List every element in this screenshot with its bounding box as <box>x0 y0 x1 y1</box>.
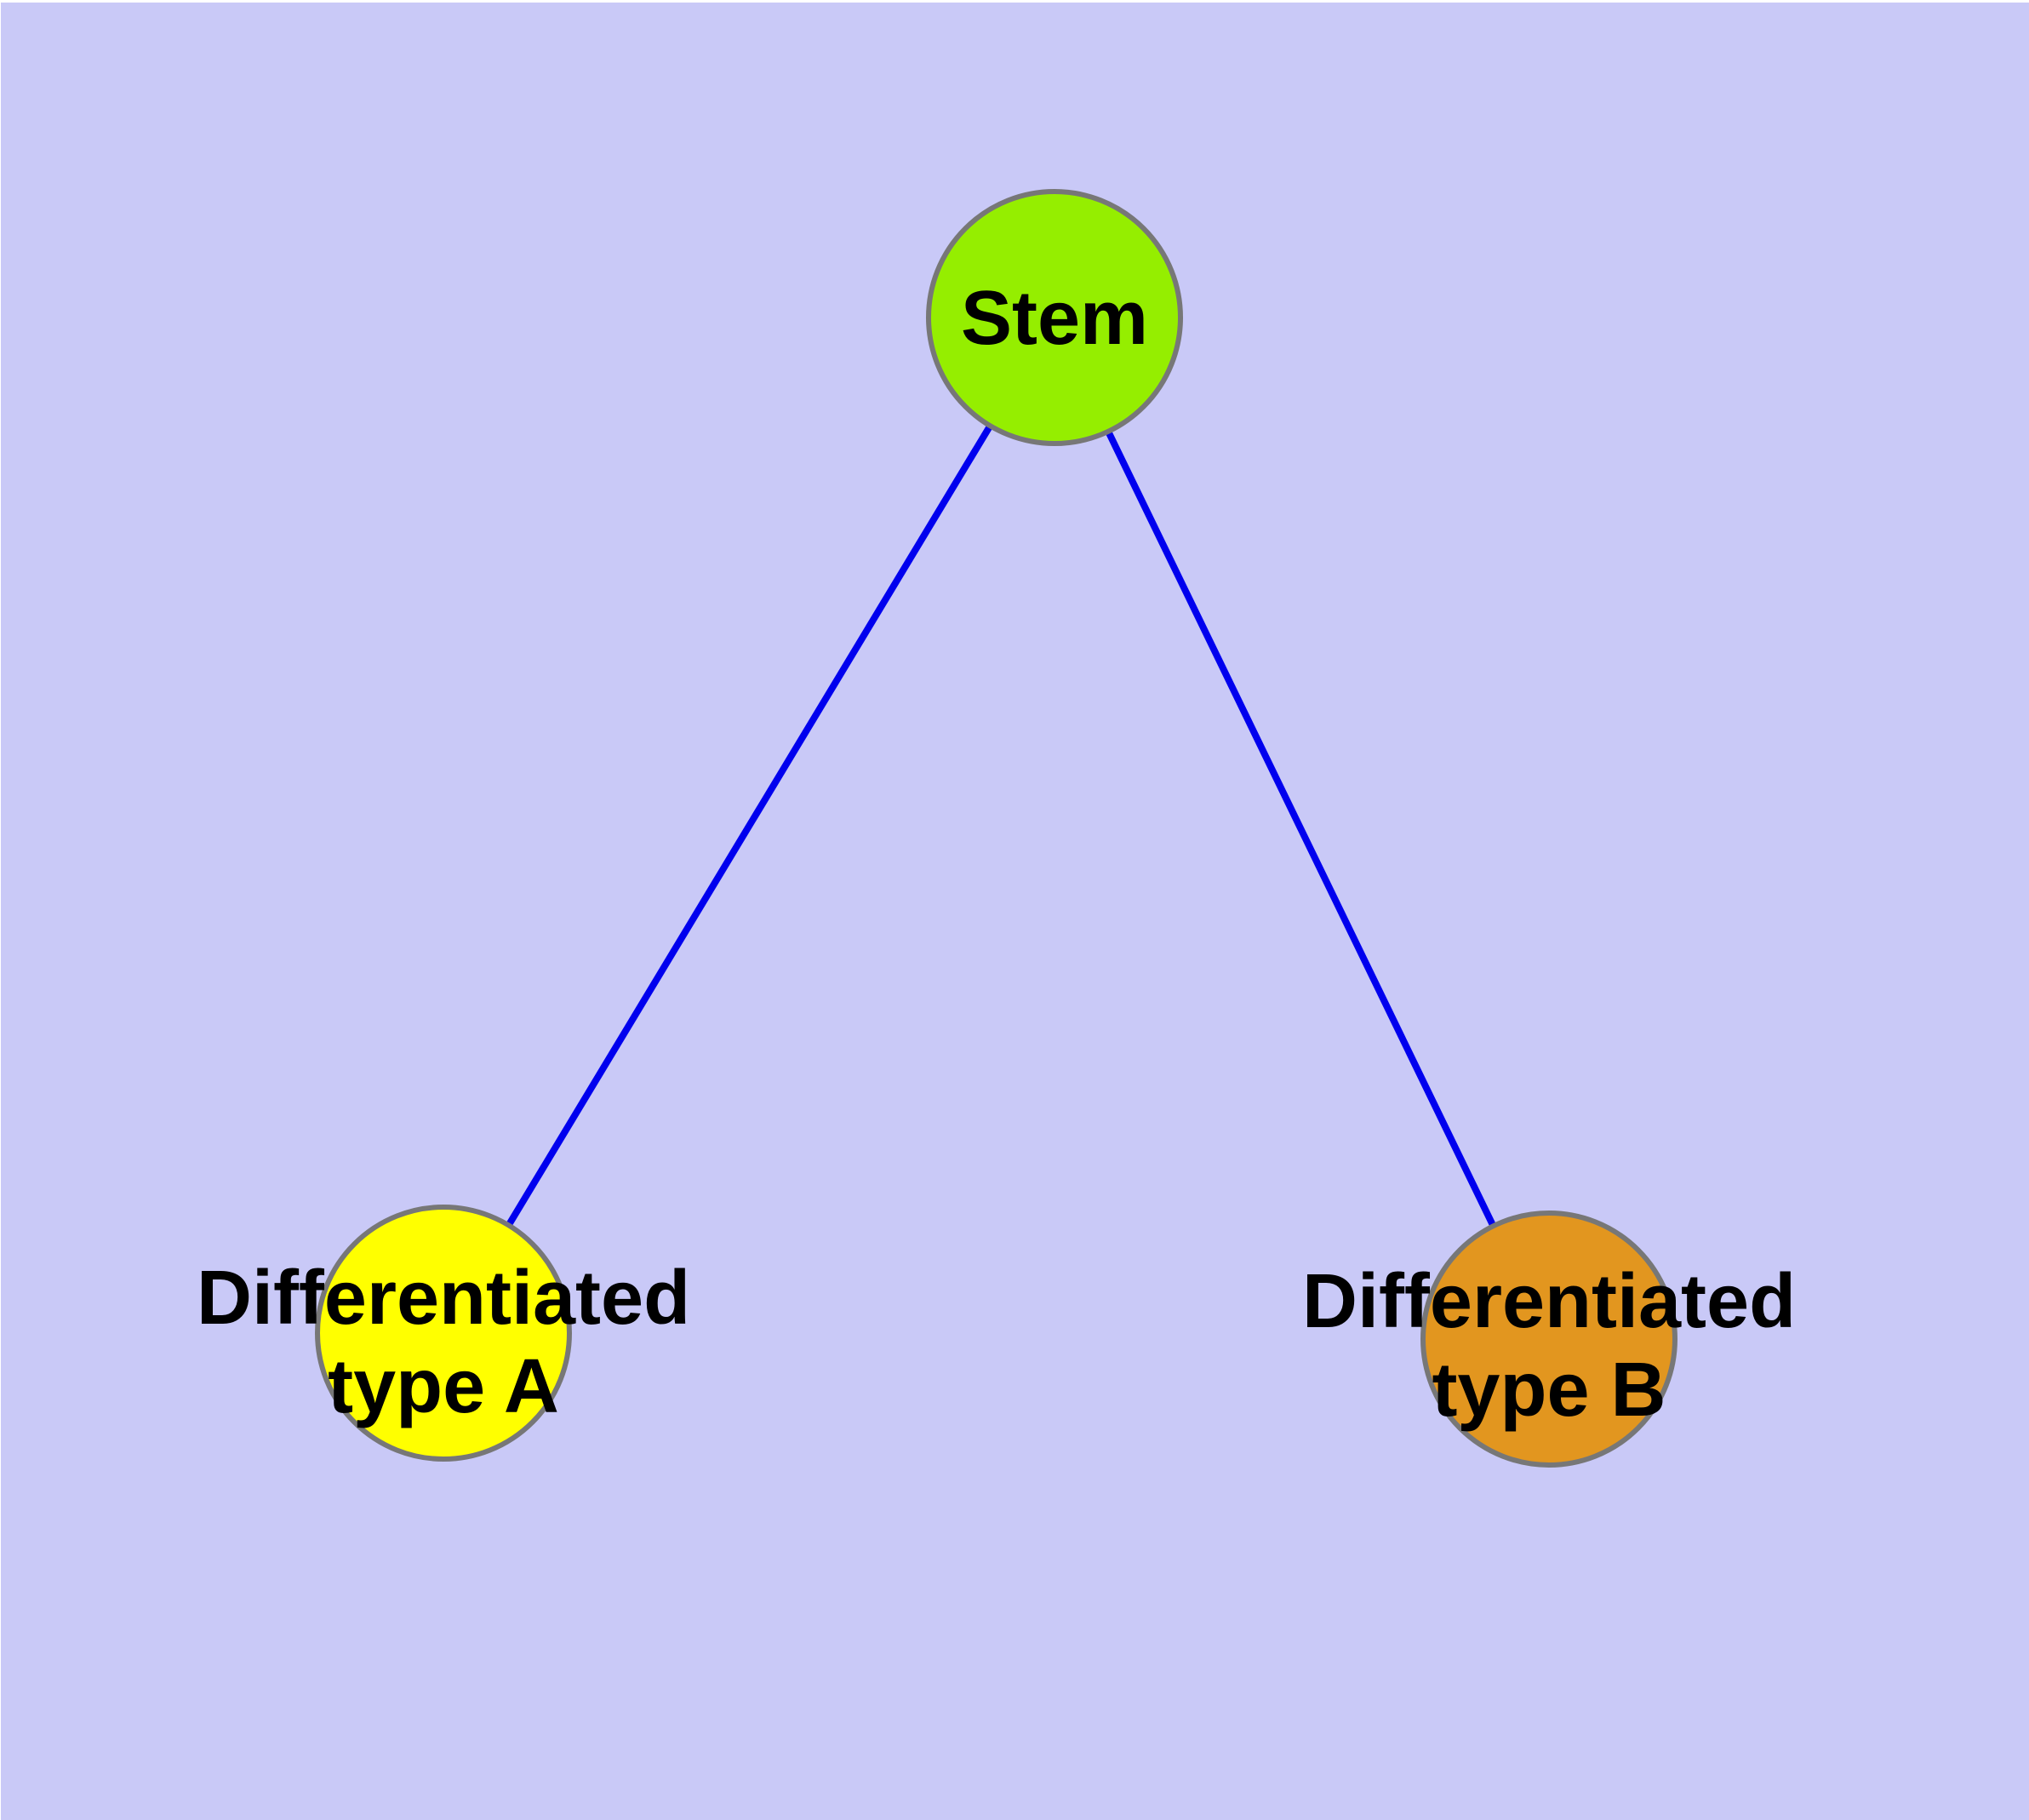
diagram-canvas: Stem Differentiated type A Differentiate… <box>1 3 2029 1820</box>
edge-stem-to-type-b <box>1050 318 1552 1342</box>
edge-stem-to-type-a <box>440 318 1057 1336</box>
node-differentiated-type-b-label: Differentiated type B <box>1302 1257 1796 1434</box>
node-stem-label: Stem <box>960 276 1149 361</box>
node-differentiated-type-a-circle <box>315 1205 572 1462</box>
node-differentiated-type-a-label-line2: type A <box>328 1344 559 1429</box>
node-differentiated-type-b-label-line2: type B <box>1432 1348 1666 1433</box>
node-differentiated-type-a-label: Differentiated type A <box>197 1254 690 1431</box>
node-differentiated-type-b-label-line1: Differentiated <box>1301 1259 1797 1344</box>
node-differentiated-type-b-circle <box>1420 1210 1677 1468</box>
edges-layer <box>440 318 1552 1342</box>
node-stem-circle <box>926 189 1183 446</box>
node-differentiated-type-a-label-line1: Differentiated <box>196 1256 691 1341</box>
